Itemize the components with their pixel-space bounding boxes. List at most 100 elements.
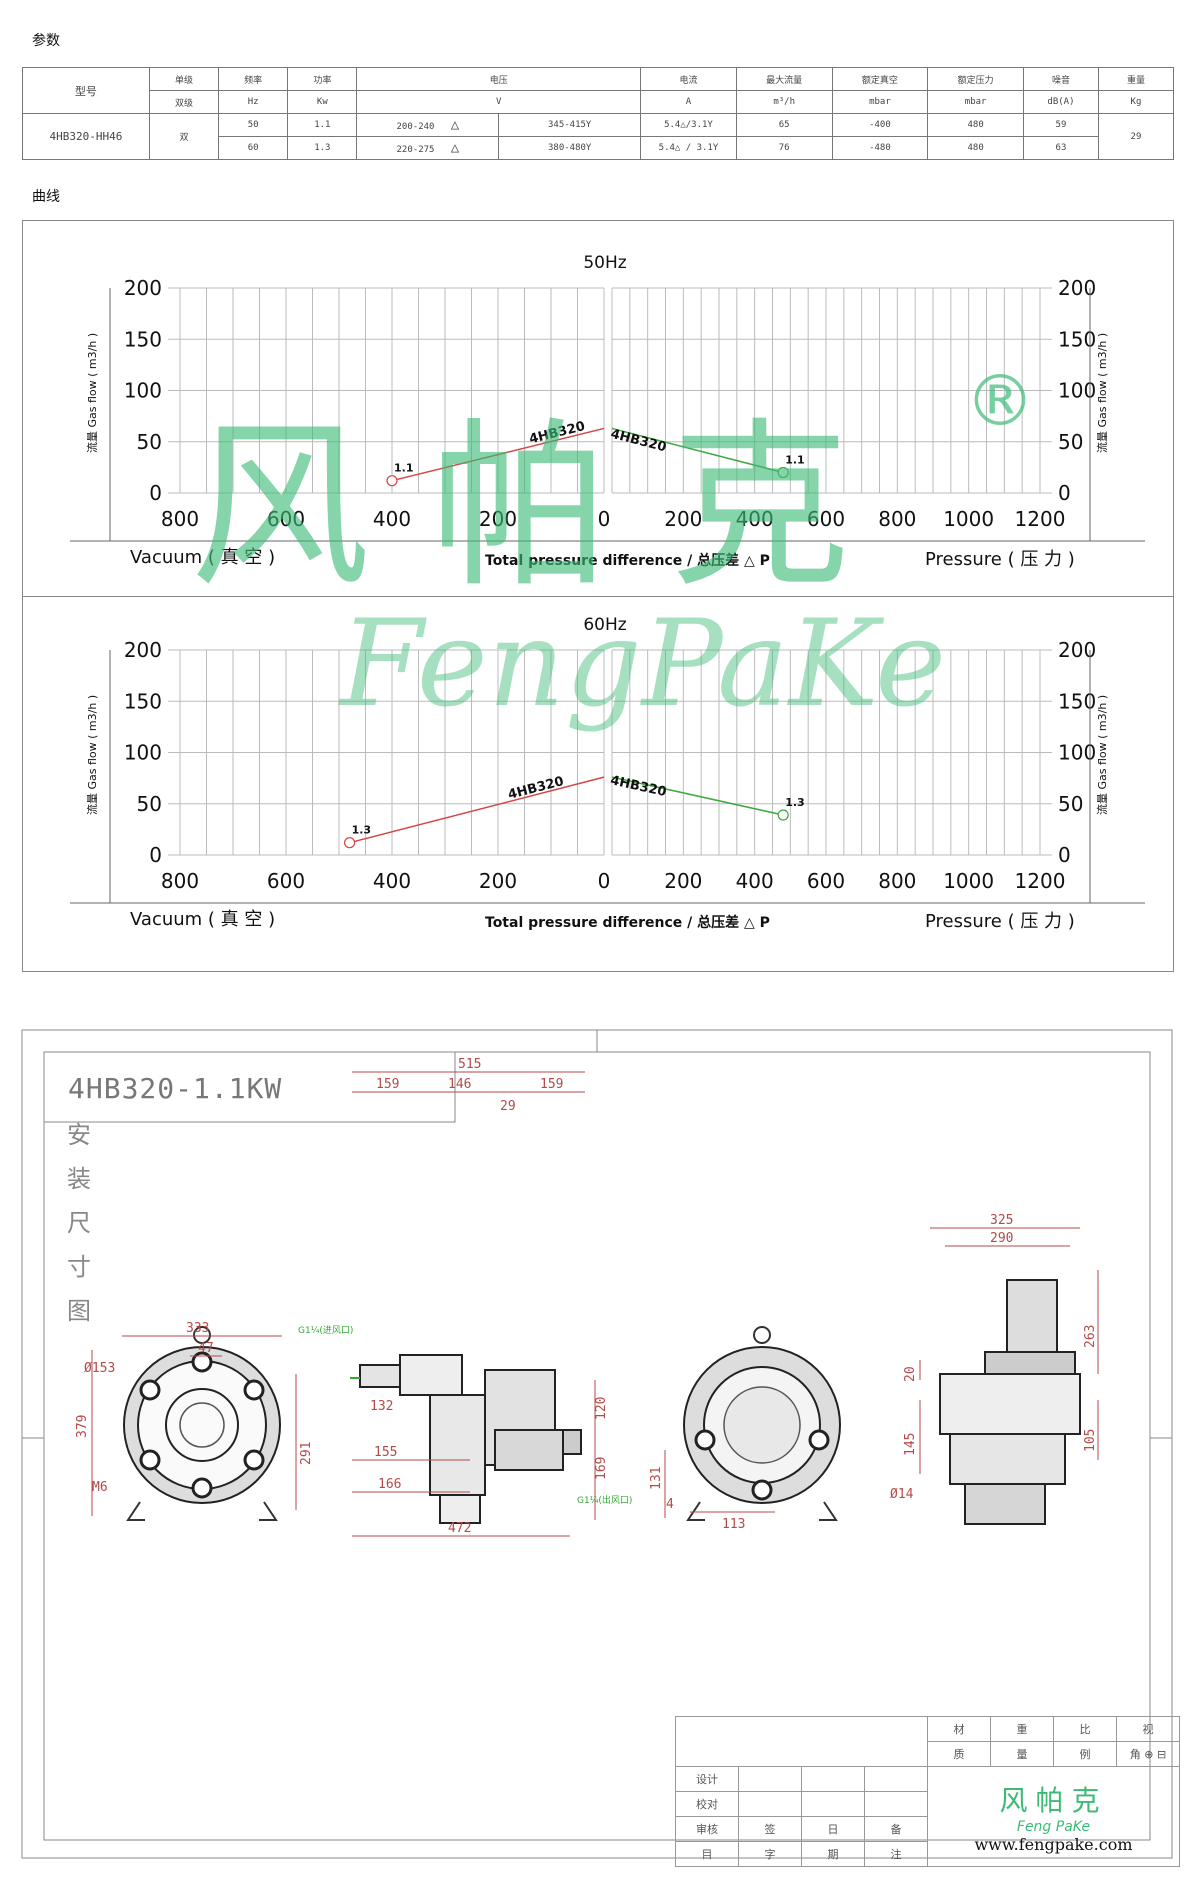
- dim-4: 4: [666, 1497, 674, 1512]
- y-tick-label: 50: [137, 430, 162, 454]
- vertical-char: 图: [67, 1297, 91, 1325]
- x-tick-label: 200: [664, 507, 702, 531]
- dim-333: 333: [186, 1321, 209, 1336]
- dim-47: 47: [198, 1341, 214, 1356]
- x-tick-label: 0: [598, 507, 611, 531]
- pressure-label: Pressure ( 压 力 ): [925, 549, 1075, 570]
- series-endpoint: [777, 809, 789, 821]
- x-tick-label: 1200: [1015, 869, 1066, 893]
- drawing-sheet: 333 47 Ø153 379 291 M6 515 159 146 159 2…: [21, 1029, 1173, 1859]
- vertical-char: 寸: [67, 1253, 91, 1281]
- table-cell: 380-480Y: [498, 136, 642, 160]
- series-line: [611, 427, 784, 474]
- drawing-title: 4HB320-1.1KW: [68, 1072, 283, 1105]
- vertical-char: 安: [67, 1121, 91, 1149]
- tb-scale: 比: [1053, 1716, 1117, 1742]
- series-line: [391, 427, 605, 482]
- y-tick-label: 0: [1058, 843, 1071, 867]
- dim-379: 379: [75, 1415, 90, 1438]
- vertical-char: 装: [67, 1165, 91, 1193]
- tb-view: 视: [1116, 1716, 1180, 1742]
- x-tick-label: 800: [161, 869, 199, 893]
- series-line: [611, 776, 784, 816]
- tb-material: 材: [927, 1716, 991, 1742]
- tb-char: 质: [927, 1741, 991, 1767]
- table-cell: 63: [1022, 136, 1099, 160]
- weight-cell: 29: [1097, 113, 1175, 160]
- y-tick-label: 200: [124, 638, 162, 662]
- endpoint-label: 1.1: [785, 454, 805, 467]
- tb-char: 角: [1129, 1748, 1141, 1761]
- dim-153: Ø153: [84, 1361, 115, 1376]
- table-cell: 480: [927, 136, 1024, 160]
- tb-cell: [738, 1766, 802, 1792]
- table-cell: 480: [927, 113, 1024, 137]
- dim-29: 29: [500, 1099, 516, 1114]
- table-cell: 60: [218, 136, 289, 160]
- pressure-label: Pressure ( 压 力 ): [925, 911, 1075, 932]
- voltage-delta: 220-275: [396, 145, 435, 155]
- drawing-vertical-title: 安 装 尺 寸 图: [64, 1113, 94, 1333]
- front-view: 333 47 Ø153 379 291 M6: [75, 1321, 314, 1521]
- voltage-delta: 200-240: [396, 122, 435, 132]
- tb-design: 设计: [675, 1766, 739, 1792]
- dim-146: 146: [448, 1077, 471, 1092]
- watermark-cn: 风帕克: [190, 403, 911, 612]
- endpoint-label: 1.1: [394, 462, 414, 475]
- table-header: Kg: [1097, 90, 1175, 114]
- dim-169: 169: [594, 1457, 609, 1480]
- table-cell: 5.4△ / 3.1Y: [640, 136, 737, 160]
- table-header: Kw: [287, 90, 358, 114]
- params-section-title: 参数: [32, 33, 60, 49]
- tb-brand: 风帕克 Feng PaKe www.fengpake.com: [927, 1766, 1180, 1867]
- table-header: dB(A): [1022, 90, 1099, 114]
- tb-char: 比: [1079, 1723, 1091, 1736]
- series-name-label: 4HB320: [609, 773, 668, 800]
- table-header: m³/h: [735, 90, 833, 114]
- dim-120: 120: [594, 1397, 609, 1420]
- series-endpoint: [386, 475, 398, 487]
- x-tick-label: 200: [479, 507, 517, 531]
- y-tick-label: 50: [1058, 792, 1083, 816]
- x-tick-label: 800: [161, 507, 199, 531]
- tb-review: 审核: [675, 1816, 739, 1842]
- x-tick-label: 0: [598, 869, 611, 893]
- y-tick-label: 0: [149, 481, 162, 505]
- tb-view-symbol: 角 ⊕ ⊟: [1116, 1741, 1180, 1767]
- chart-title: 60Hz: [583, 615, 626, 635]
- table-cell: 220-275 △: [356, 136, 500, 160]
- table-header: 电压: [356, 67, 642, 91]
- title-box: [44, 1052, 456, 1123]
- x-tick-label: 200: [479, 869, 517, 893]
- website-link[interactable]: www.fengpake.com: [974, 1835, 1133, 1854]
- watermark-en: FengPaKe: [340, 595, 947, 734]
- dim-20: 20: [903, 1366, 918, 1382]
- x-tick-label: 1000: [943, 869, 994, 893]
- y-tick-label: 50: [1058, 430, 1083, 454]
- dim-515: 515: [458, 1057, 481, 1072]
- delta-icon: △: [450, 140, 460, 156]
- stage-cell: 双: [148, 113, 220, 160]
- model-cell: 4HB320-HH46: [22, 113, 150, 160]
- tb-char: 目: [675, 1841, 739, 1867]
- y-tick-label: 150: [124, 327, 162, 351]
- inlet-label: G1¼(进风口): [298, 1325, 353, 1336]
- x-axis-label: Total pressure difference / 总压差 △ P: [485, 552, 770, 569]
- tb-char: 重: [1016, 1723, 1028, 1736]
- outlet-label: G1¼(出风口): [577, 1494, 632, 1506]
- x-tick-label: 400: [736, 869, 774, 893]
- y-tick-label: 100: [124, 379, 162, 403]
- endpoint-label: 1.3: [785, 796, 805, 809]
- x-tick-label: 600: [807, 869, 845, 893]
- table-cell: 65: [735, 113, 833, 137]
- tb-char: 备: [864, 1816, 928, 1842]
- y-tick-label: 0: [1058, 481, 1071, 505]
- dim-m6: M6: [92, 1480, 108, 1495]
- dim-14: Ø14: [890, 1487, 914, 1502]
- delta-icon: △: [450, 117, 460, 133]
- table-row: 4HB320-HH46 双 50 1.1 200-240 △ 345-415Y …: [22, 113, 1175, 160]
- dim-472: 472: [448, 1521, 471, 1536]
- vertical-char: 尺: [67, 1209, 91, 1237]
- y-tick-label: 150: [124, 689, 162, 713]
